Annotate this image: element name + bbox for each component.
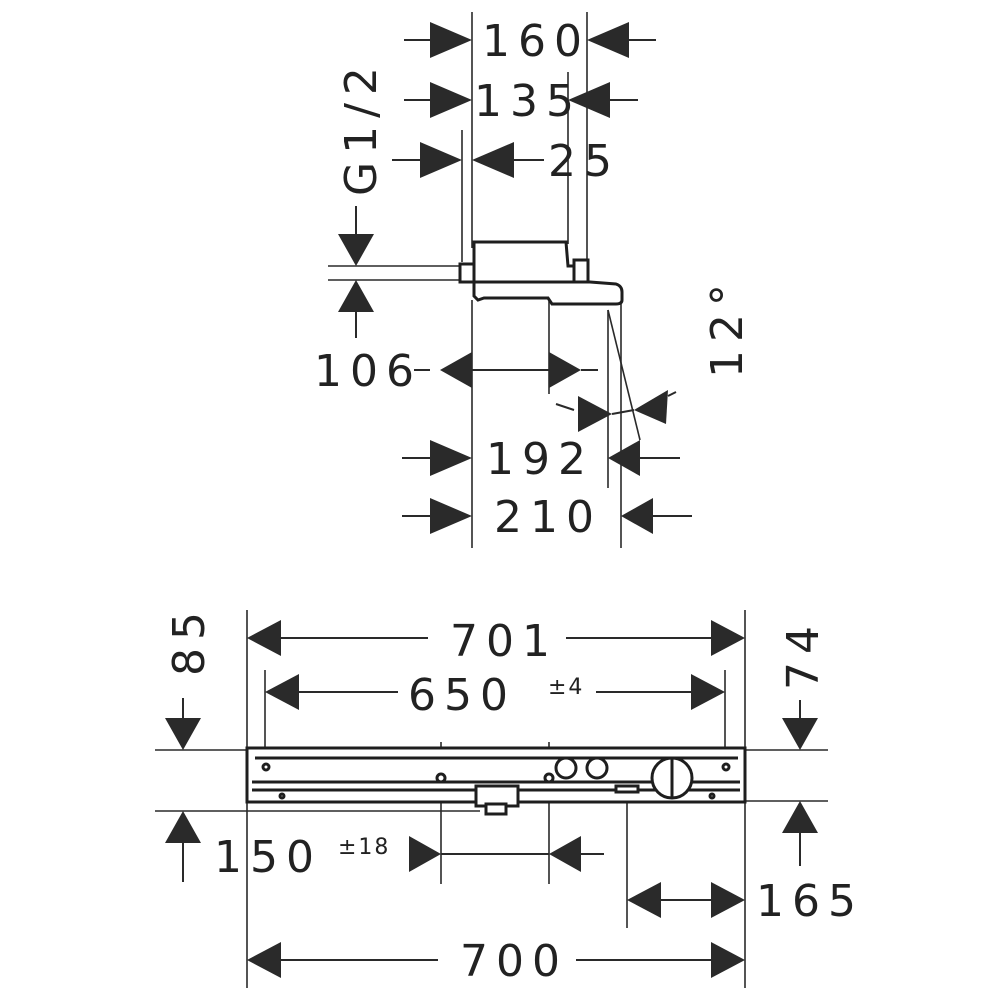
arrow: [440, 352, 472, 388]
dim-210-label: 210: [494, 492, 602, 543]
arrow: [472, 142, 514, 178]
dim-thread: G1/2: [336, 59, 387, 338]
arrow: [627, 882, 661, 918]
dot-left: [278, 792, 286, 800]
dim-135-label: 135: [474, 76, 582, 127]
dim-25: 25: [392, 136, 620, 187]
dot-right: [708, 792, 716, 800]
button-right: [585, 756, 609, 780]
thermostat-side-outline: [458, 240, 624, 306]
dim-165: 165: [627, 876, 864, 927]
dim-160: 160: [404, 16, 656, 67]
arrow: [430, 82, 472, 118]
dim-650: 650 ±4: [265, 670, 725, 721]
arrow: [578, 396, 612, 432]
screw-right: [721, 762, 731, 772]
thermostat-front-outline: [245, 746, 747, 816]
arrow: [782, 718, 818, 750]
dim-160-label: 160: [482, 16, 590, 67]
arrow: [247, 620, 281, 656]
knob-side: [572, 258, 590, 284]
dim-701: 701: [247, 616, 745, 667]
dim-700-label: 700: [460, 936, 568, 987]
arrow: [711, 942, 745, 978]
arrow: [549, 836, 581, 872]
side-view: 160 135 25 G1/2 106: [314, 12, 753, 548]
arrow: [549, 352, 581, 388]
arrow: [621, 498, 653, 534]
spout-angle-line: [607, 309, 641, 441]
arrow: [430, 498, 472, 534]
arrow: [430, 440, 472, 476]
arrow: [165, 718, 201, 750]
arrow: [711, 882, 745, 918]
dim-angle-label: 12°: [702, 276, 753, 378]
dim-650-label: 650: [408, 670, 516, 721]
hole-right: [543, 772, 555, 784]
dim-192: 192: [402, 434, 680, 485]
arrow: [247, 942, 281, 978]
dim-210: 210: [402, 492, 692, 543]
dim-150: 150 ±18: [214, 832, 604, 883]
arrow: [568, 82, 610, 118]
screw-left: [261, 762, 271, 772]
dim-85-label: 85: [164, 604, 215, 676]
arrow: [265, 674, 299, 710]
dim-74: 74: [778, 618, 829, 866]
arrow: [587, 22, 629, 58]
dim-106-label: 106: [314, 346, 422, 397]
detail-front: [614, 784, 640, 794]
arrow: [338, 280, 374, 312]
arrow: [782, 801, 818, 833]
arrow: [409, 836, 441, 872]
dim-192-label: 192: [486, 434, 594, 485]
front-view: 701 650 ±4 85 74: [155, 604, 864, 988]
dim-angle: 12°: [555, 276, 753, 432]
dim-165-label: 165: [756, 876, 864, 927]
dim-85: 85: [164, 604, 215, 882]
dim-150-label: 150: [214, 832, 322, 883]
dim-150-tolerance: ±18: [338, 835, 390, 860]
button-left: [554, 756, 578, 780]
arrow: [691, 674, 725, 710]
dim-74-label: 74: [778, 618, 829, 690]
wall-connector: [458, 262, 476, 284]
dim-thread-label: G1/2: [336, 59, 387, 196]
dim-135: 135: [404, 76, 638, 127]
arrow: [165, 811, 201, 843]
dim-25-label: 25: [548, 136, 620, 187]
arrow: [711, 620, 745, 656]
spout-front: [484, 802, 508, 816]
arrow: [338, 234, 374, 266]
dim-701-label: 701: [450, 616, 558, 667]
dim-106: 106: [314, 346, 598, 397]
arrow: [634, 390, 668, 424]
arrow: [430, 22, 472, 58]
hole-left: [435, 772, 447, 784]
dim-700: 700: [247, 936, 745, 987]
thermostat-body: [472, 240, 624, 306]
dim-650-tolerance: ±4: [548, 675, 584, 700]
arrow: [608, 440, 640, 476]
arrow: [420, 142, 462, 178]
